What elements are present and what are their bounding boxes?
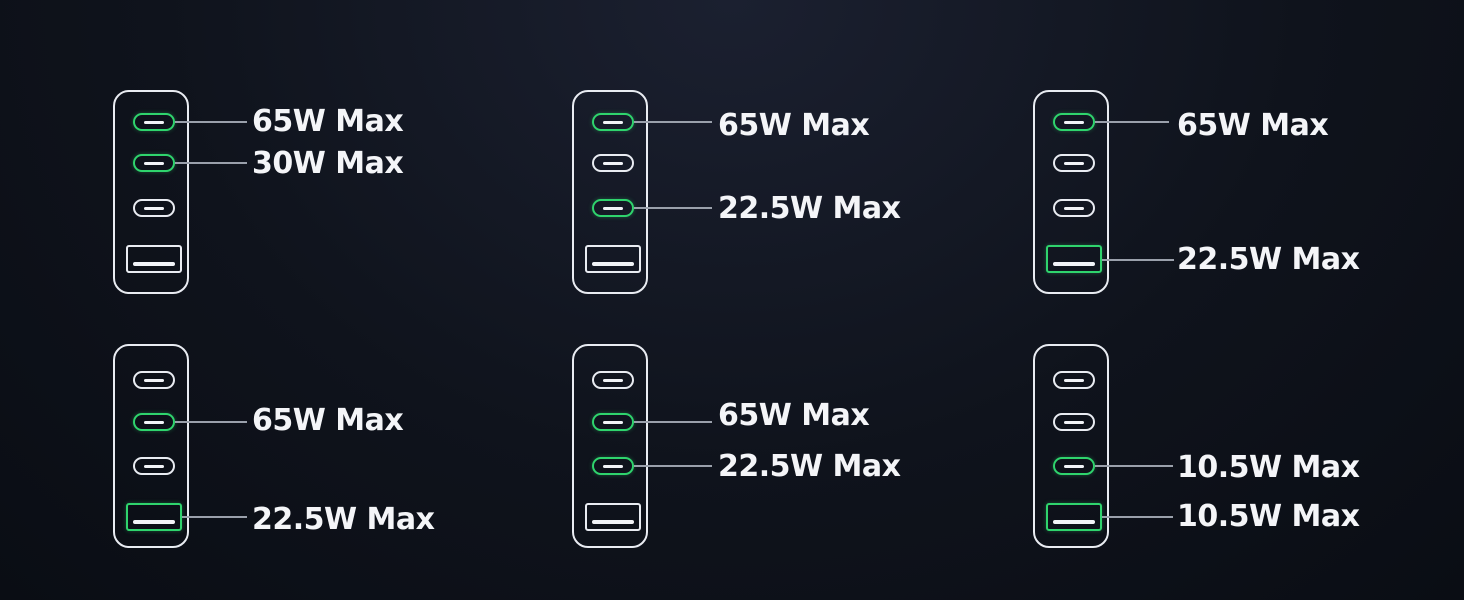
- power-label: 10.5W Max: [1177, 499, 1360, 534]
- charger-body-outline: [1033, 344, 1109, 548]
- port-slot: [1064, 162, 1084, 165]
- charger-body-outline: [572, 344, 648, 548]
- port-slot: [133, 520, 175, 524]
- usb-a-port: [585, 245, 641, 273]
- port-slot: [1064, 465, 1084, 468]
- port-slot: [603, 121, 623, 124]
- usb-c-port-2: [133, 154, 175, 172]
- usb-c-port-1: [1053, 371, 1095, 389]
- port-slot: [144, 121, 164, 124]
- usb-a-port: [585, 503, 641, 531]
- leader-line: [634, 421, 712, 423]
- usb-c-port-3: [133, 199, 175, 217]
- port-slot: [603, 421, 623, 424]
- leader-line: [175, 421, 247, 423]
- leader-line: [182, 516, 247, 518]
- usb-c-port-1: [1053, 113, 1095, 131]
- leader-line: [634, 121, 712, 123]
- leader-line: [175, 121, 247, 123]
- usb-c-port-3: [592, 457, 634, 475]
- power-label: 30W Max: [252, 146, 404, 181]
- power-label: 65W Max: [718, 108, 870, 143]
- leader-line: [634, 465, 712, 467]
- port-slot: [144, 379, 164, 382]
- power-label: 22.5W Max: [718, 191, 901, 226]
- power-label: 65W Max: [252, 104, 404, 139]
- port-slot: [1064, 207, 1084, 210]
- charger-body-outline: [113, 344, 189, 548]
- usb-c-port-2: [133, 413, 175, 431]
- usb-a-port: [126, 245, 182, 273]
- port-slot: [1064, 421, 1084, 424]
- leader-line: [1102, 516, 1173, 518]
- usb-a-port: [126, 503, 182, 531]
- usb-c-port-3: [133, 457, 175, 475]
- usb-c-port-3: [1053, 199, 1095, 217]
- usb-a-port: [1046, 245, 1102, 273]
- power-label: 65W Max: [718, 398, 870, 433]
- leader-line: [175, 162, 247, 164]
- power-label: 22.5W Max: [252, 502, 435, 537]
- port-slot: [133, 262, 175, 266]
- usb-c-port-2: [592, 154, 634, 172]
- usb-a-port: [1046, 503, 1102, 531]
- port-slot: [144, 207, 164, 210]
- port-slot: [1053, 520, 1095, 524]
- port-slot: [603, 207, 623, 210]
- port-slot: [603, 465, 623, 468]
- port-slot: [603, 162, 623, 165]
- port-slot: [1064, 379, 1084, 382]
- port-slot: [144, 465, 164, 468]
- port-slot: [603, 379, 623, 382]
- usb-c-port-2: [1053, 154, 1095, 172]
- power-label: 22.5W Max: [1177, 242, 1360, 277]
- charger-body-outline: [572, 90, 648, 294]
- port-slot: [144, 421, 164, 424]
- charger-body-outline: [113, 90, 189, 294]
- port-slot: [144, 162, 164, 165]
- usb-c-port-1: [592, 371, 634, 389]
- usb-c-port-2: [592, 413, 634, 431]
- usb-c-port-3: [592, 199, 634, 217]
- usb-c-port-3: [1053, 457, 1095, 475]
- power-label: 65W Max: [252, 403, 404, 438]
- port-slot: [1064, 121, 1084, 124]
- port-slot: [592, 520, 634, 524]
- usb-c-port-1: [133, 371, 175, 389]
- port-slot: [592, 262, 634, 266]
- leader-line: [1102, 259, 1174, 261]
- power-label: 10.5W Max: [1177, 450, 1360, 485]
- power-label: 65W Max: [1177, 108, 1329, 143]
- usb-c-port-1: [133, 113, 175, 131]
- usb-c-port-2: [1053, 413, 1095, 431]
- leader-line: [1095, 465, 1173, 467]
- port-slot: [1053, 262, 1095, 266]
- charger-body-outline: [1033, 90, 1109, 294]
- usb-c-port-1: [592, 113, 634, 131]
- power-label: 22.5W Max: [718, 449, 901, 484]
- leader-line: [634, 207, 712, 209]
- leader-line: [1095, 121, 1169, 123]
